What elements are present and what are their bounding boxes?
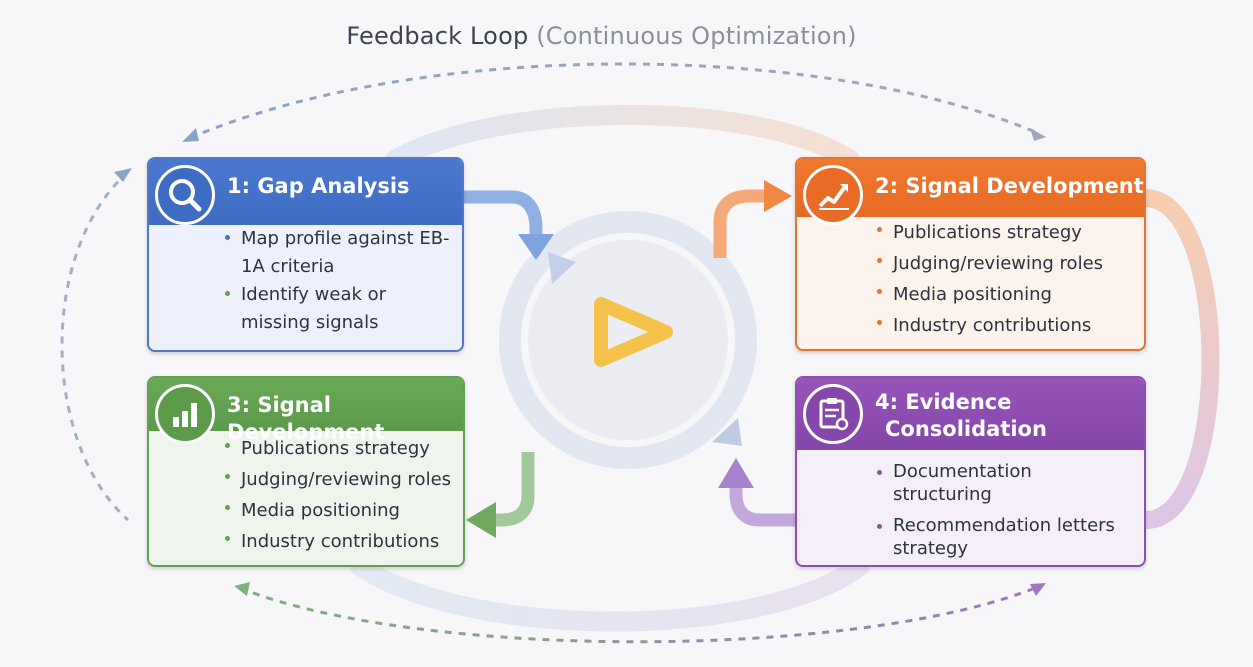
bullet-list: Documentation structuring Recommendation… <box>797 460 1144 565</box>
card-badge <box>155 165 215 225</box>
connector-purple-head <box>718 458 754 488</box>
list-item: Map profile against EB-1A criteria <box>225 225 456 281</box>
play-icon <box>594 297 673 367</box>
card-header: 2: Signal Development <box>797 159 1144 225</box>
list-item: Documentation structuring <box>877 460 1063 506</box>
connector-purple <box>729 484 795 527</box>
dashed-arrow-head-top-left <box>182 128 199 142</box>
card-title-line: Consolidation <box>885 417 1047 441</box>
connector-green-head <box>466 502 496 538</box>
dashed-bottom-arc <box>239 584 1041 644</box>
dashed-left-arc <box>60 170 130 522</box>
connector-orange-head <box>764 180 792 212</box>
list-item: Media positioning <box>877 279 1144 310</box>
card-title-line: 4: Evidence <box>875 390 1012 414</box>
card-header: 1: Gap Analysis <box>149 159 462 225</box>
card-title: 1: Gap Analysis <box>227 174 410 198</box>
magnifier-icon <box>169 179 202 212</box>
list-item: Media positioning <box>225 495 463 526</box>
ring-arrow-bottom <box>712 418 742 446</box>
list-item: Publications strategy <box>877 217 1144 248</box>
bullet-list: Publications strategy Judging/reviewing … <box>149 433 463 557</box>
dashed-arrow-head-bottom-left <box>234 582 250 596</box>
card-badge <box>803 165 863 225</box>
bullet-list: Publications strategy Judging/reviewing … <box>797 217 1144 341</box>
list-item: Judging/reviewing roles <box>225 464 463 495</box>
list-item: Industry contributions <box>225 526 463 557</box>
list-item: Identify weak or missing signals <box>225 281 456 337</box>
dashed-top-arc <box>189 62 1041 140</box>
card-badge <box>803 384 863 444</box>
card-evidence-consolidation: 4: Evidence Consolidation Documentation … <box>795 376 1146 567</box>
list-item: Recommendation letters strategy <box>877 514 1133 560</box>
title-sub: (Continuous Optimization) <box>536 22 857 50</box>
bottom-faint-arc <box>350 556 870 632</box>
card-title: 3: Signal Development <box>227 393 385 444</box>
center-ring <box>499 211 757 469</box>
connector-orange <box>713 189 768 258</box>
ring-arrow-top <box>548 252 576 284</box>
center-disc <box>528 240 728 440</box>
list-item: Industry contributions <box>877 310 1144 341</box>
card-badge <box>155 384 215 444</box>
dashed-arrow-head-bottom-right <box>1030 583 1046 596</box>
card-title: 4: Evidence Consolidation <box>875 389 1047 443</box>
page-title: Feedback Loop (Continuous Optimization) <box>0 22 1203 50</box>
list-item: Publications strategy <box>225 433 463 464</box>
dashed-arrow-head-left <box>114 168 132 182</box>
list-item: Judging/reviewing roles <box>877 248 1144 279</box>
bullet-list: Map profile against EB-1A criteria Ident… <box>149 225 462 337</box>
card-signal-development-2: 2: Signal Development Publications strat… <box>795 157 1146 351</box>
clipboard-icon <box>819 398 849 431</box>
card-title: 2: Signal Development <box>875 174 1144 198</box>
card-gap-analysis: 1: Gap Analysis Map profile against EB-1… <box>147 157 464 352</box>
connector-blue-head <box>518 234 554 260</box>
trend-chart-icon <box>818 184 849 210</box>
dashed-arrow-head-top-right <box>1030 128 1046 141</box>
card-signal-development-3: 3: Signal Development Publications strat… <box>147 376 465 567</box>
title-main: Feedback Loop <box>346 22 529 50</box>
connector-blue <box>464 190 543 238</box>
bar-chart-icon <box>173 403 197 427</box>
connector-green <box>492 452 535 527</box>
card-header: 3: Signal Development <box>149 378 463 444</box>
top-faint-arc <box>385 105 860 170</box>
card-header: 4: Evidence Consolidation <box>797 378 1144 450</box>
right-faint-arc <box>1137 189 1220 529</box>
